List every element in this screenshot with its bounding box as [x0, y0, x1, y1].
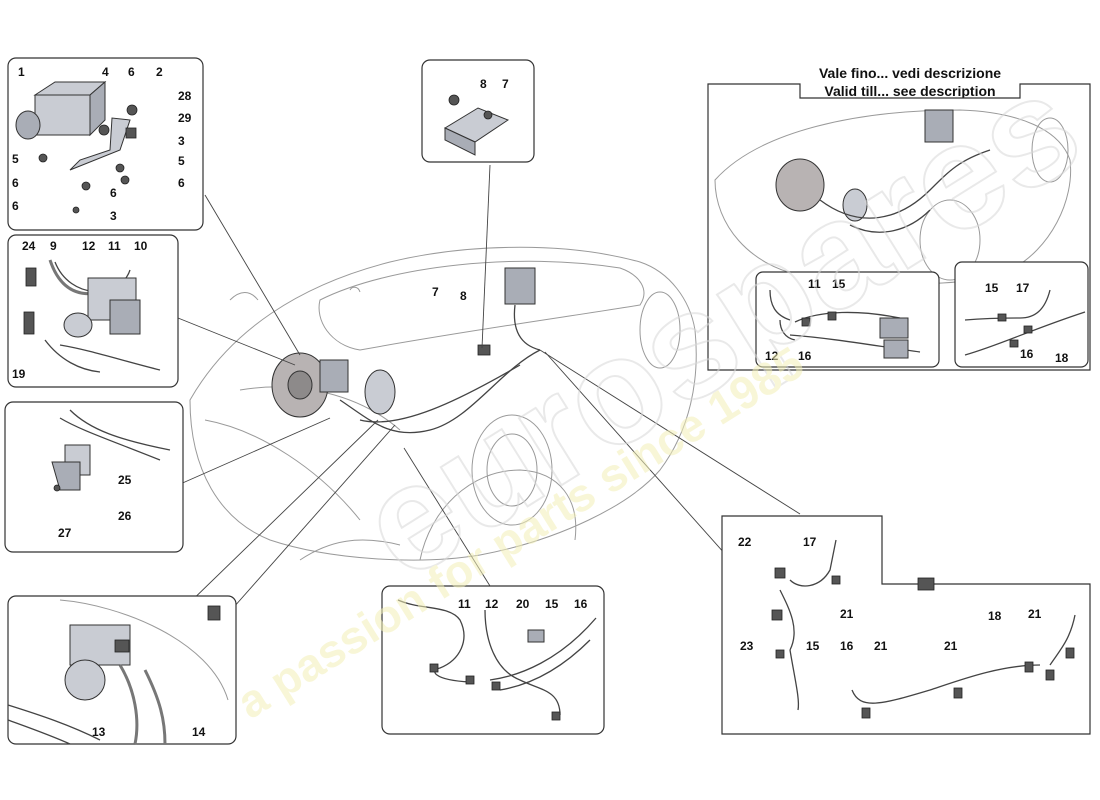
panel-tr-lines-b — [954, 261, 1089, 368]
callout-13: 13 — [92, 725, 106, 739]
callouts-lines-a: 11 12 20 15 16 — [458, 597, 588, 611]
callout-10: 10 — [134, 239, 148, 253]
panel-abs-pipes — [7, 234, 179, 388]
callout-11: 11 — [458, 597, 471, 611]
callout-8: 8 — [480, 77, 487, 91]
callout-16: 16 — [798, 349, 812, 363]
callout-8: 8 — [460, 289, 467, 303]
validity-note: Vale fino... vedi descrizione Valid till… — [819, 65, 1001, 99]
callout-27: 27 — [58, 526, 72, 540]
callouts-booster: 13 14 — [92, 725, 206, 739]
callout-18: 18 — [1055, 351, 1069, 365]
callout-16: 16 — [574, 597, 588, 611]
panel-sensor — [421, 59, 535, 163]
callout-22: 22 — [738, 535, 752, 549]
callout-23: 23 — [740, 639, 754, 653]
callout-6: 6 — [12, 199, 19, 213]
callouts-top: 8 7 — [480, 77, 509, 91]
callout-1: 1 — [18, 65, 25, 79]
callout-12: 12 — [485, 597, 499, 611]
callout-21: 21 — [874, 639, 888, 653]
note-line-2: Valid till... see description — [824, 83, 995, 99]
callout-6: 5 — [12, 152, 19, 166]
callout-5: 6 — [12, 176, 19, 190]
callout-21: 21 — [944, 639, 958, 653]
callout-15: 15 — [545, 597, 559, 611]
panel-tr-lines-a — [755, 271, 940, 368]
callout-12: 12 — [82, 239, 96, 253]
callout-17: 17 — [803, 535, 817, 549]
callout-11: 11 — [808, 277, 821, 291]
callouts-abs: 1 4 6 2 28 29 3 5 6 6 5 6 6 3 — [12, 65, 192, 223]
callout-3: 3 — [110, 209, 117, 223]
callout-17: 17 — [1016, 281, 1030, 295]
callouts-br: 22 17 21 23 15 16 21 21 18 21 — [738, 535, 1042, 653]
callout-14: 14 — [192, 725, 206, 739]
callout-21: 21 — [840, 607, 854, 621]
callout-15: 15 — [806, 639, 820, 653]
note-line-1: Vale fino... vedi descrizione — [819, 65, 1001, 81]
callout-28: 28 — [178, 89, 192, 103]
callout-19: 19 — [12, 367, 26, 381]
callout-20: 20 — [516, 597, 530, 611]
callout-5: 5 — [178, 154, 185, 168]
callouts-bracket: 25 26 27 — [58, 473, 132, 540]
callout-9: 9 — [50, 239, 57, 253]
callout-26: 26 — [118, 509, 132, 523]
callout-11: 11 — [108, 239, 121, 253]
callout-16: 16 — [1020, 347, 1034, 361]
panel-brake-lines — [381, 585, 605, 735]
callout-15: 15 — [832, 277, 846, 291]
callout-16: 16 — [840, 639, 854, 653]
callouts-pipes: 24 9 12 11 10 19 — [12, 239, 148, 381]
callout-15: 15 — [985, 281, 999, 295]
callout-21: 21 — [1028, 607, 1042, 621]
panel-brake-booster — [7, 595, 237, 745]
car-outline — [189, 246, 697, 561]
callout-4: 4 — [102, 65, 109, 79]
callouts-tr-b: 15 17 16 18 — [985, 281, 1069, 365]
central-brake-assembly — [271, 267, 541, 434]
panel-rear-lines — [721, 515, 1091, 735]
callout-3: 3 — [178, 134, 185, 148]
callouts-tr-a: 11 15 12 16 — [765, 277, 846, 363]
callout-6: 6 — [110, 186, 117, 200]
callout-7: 7 — [432, 285, 439, 299]
panel-bracket — [4, 401, 184, 553]
callout-6: 6 — [128, 65, 135, 79]
callout-25: 25 — [118, 473, 132, 487]
callout-12: 12 — [765, 349, 779, 363]
callout-18: 18 — [988, 609, 1002, 623]
callout-24: 24 — [22, 239, 36, 253]
panel-abs-unit — [7, 57, 204, 231]
callout-2: 2 — [156, 65, 163, 79]
callout-29: 29 — [178, 111, 192, 125]
callout-7: 7 — [502, 77, 509, 91]
callout-6: 6 — [178, 176, 185, 190]
callouts-main: 7 8 — [432, 285, 467, 303]
